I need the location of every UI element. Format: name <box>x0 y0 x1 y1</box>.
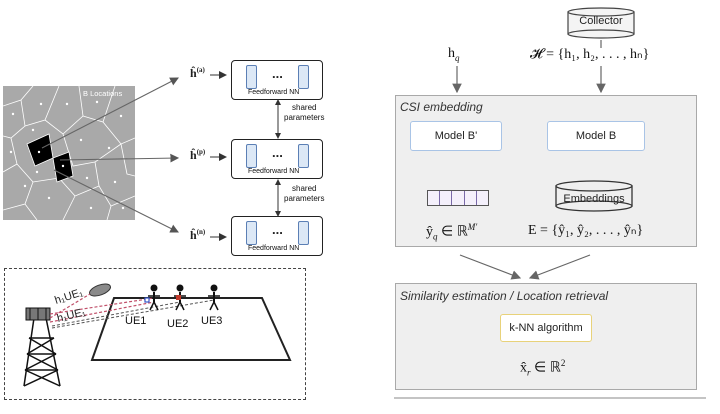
nn-layer <box>298 144 309 168</box>
nn-layer <box>298 221 309 245</box>
shared-arrows <box>275 99 281 217</box>
csi-embedding-title: CSI embedding <box>400 100 483 114</box>
h-vector-a: ĥ(a) <box>190 66 205 80</box>
model-b-box: Model B <box>547 121 645 151</box>
reflector-icon <box>89 283 111 297</box>
nn-ellipsis: ... <box>272 66 283 81</box>
embeddings-database-icon <box>555 180 633 212</box>
ue1-label: UE1 <box>125 315 146 327</box>
ff-label: Feedforward NN <box>248 245 300 252</box>
ue2-label: UE2 <box>167 318 188 330</box>
nn-ellipsis: ... <box>272 145 283 160</box>
h-vector-n: ĥ(n) <box>190 228 206 242</box>
nn-layer <box>246 221 257 245</box>
ue-scene-frame <box>4 268 306 400</box>
feedforward-nn-p: ... Feedforward NN <box>231 139 323 179</box>
feedforward-nn-a: ... Feedforward NN <box>231 60 323 100</box>
embeddings-label: Embeddings <box>563 193 625 205</box>
e-set-expression: E = {ŷ₁, ŷ₂, . . . , ŷₙ} <box>528 223 644 238</box>
ff-label: Feedforward NN <box>248 89 300 96</box>
map-arrows <box>41 71 227 241</box>
channel-label-1: h₁UE₁ <box>53 286 84 306</box>
nn-layer <box>246 65 257 89</box>
yq-embedding-vector-icon <box>427 190 489 206</box>
nn-layer <box>298 65 309 89</box>
h-vector-p: ĥ(p) <box>190 148 206 162</box>
model-b-prime-box: Model B' <box>410 121 502 151</box>
map-label: B Locations <box>83 89 122 98</box>
right-panel-arrows <box>394 7 706 399</box>
hq-expression: hq <box>448 46 460 63</box>
base-station-tower-icon <box>23 317 61 387</box>
collector-label: Collector <box>579 15 623 27</box>
csi-embedding-panel <box>395 95 697 247</box>
ue2-person-icon <box>174 284 186 311</box>
feedforward-nn-n: ... Feedforward NN <box>231 216 323 256</box>
collector-database-icon <box>567 7 635 39</box>
channel-label-2: h₁UE₁ <box>56 306 87 325</box>
ue-scene: h₁UE₁ h₁UE₁ UE1 UE2 UE3 <box>23 283 292 387</box>
yq-expression: ŷq ∈ ℝM′ <box>426 222 478 242</box>
knn-algorithm-box: k-NN algorithm <box>500 314 592 342</box>
nn-ellipsis: ... <box>272 222 283 237</box>
ue3-label: UE3 <box>201 315 222 327</box>
ff-label: Feedforward NN <box>248 168 300 175</box>
nn-layer <box>246 144 257 168</box>
ue3-person-icon <box>208 284 220 311</box>
similarity-title: Similarity estimation / Location retriev… <box>400 289 609 303</box>
h-set-expression: 𝓗 = {h₁, h₂, . . . , hₙ} <box>530 47 650 62</box>
ue1-person-icon <box>144 284 160 311</box>
xr-expression: x̂r ∈ ℝ2 <box>520 358 566 378</box>
